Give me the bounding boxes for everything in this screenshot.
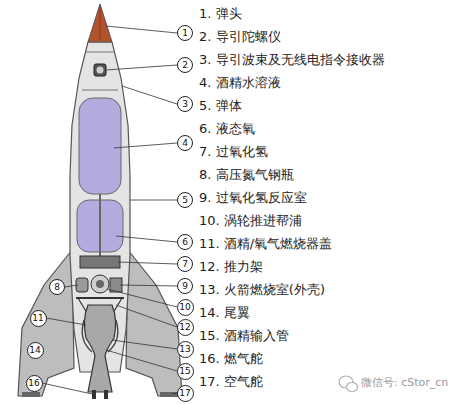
leader-line [106, 350, 177, 371]
callout-number: 1 [177, 25, 193, 41]
part-name: 2. 导引陀螺仪 [199, 29, 281, 45]
callout-number: 5 [177, 192, 193, 208]
callout-number: 16 [26, 375, 43, 392]
part-name: 6. 液态氧 [199, 121, 255, 137]
wechat-icon [339, 376, 358, 392]
callout-number: 9 [177, 278, 193, 294]
callout-number-text: 14 [29, 346, 40, 355]
watermark: 微信号: cStor_cn [361, 376, 448, 389]
leader-line [116, 305, 177, 327]
part-name: 1. 弹头 [199, 6, 242, 22]
part-name: 16. 燃气舵 [199, 351, 263, 367]
leader-line [42, 383, 92, 394]
callout-number: 10 [177, 299, 194, 316]
callout-number: 7 [177, 256, 193, 272]
part-name: 13. 火箭燃烧室(外壳) [199, 282, 325, 298]
callout-number-text: 15 [179, 367, 190, 376]
warhead-seam [100, 6, 101, 40]
leader-line [122, 86, 177, 104]
callout-number-text: 9 [182, 282, 188, 291]
part-name: 7. 过氧化氢 [199, 144, 268, 160]
callout-number-text: 10 [179, 303, 190, 312]
part-name: 14. 尾翼 [199, 305, 250, 321]
leader-line [116, 236, 177, 242]
part-name: 12. 推力架 [199, 259, 263, 275]
callout-number: 6 [177, 234, 193, 250]
alcohol-tank [79, 98, 121, 194]
part-name: 17. 空气舵 [199, 374, 263, 390]
callout-number-text: 2 [182, 61, 188, 70]
callout-number-text: 4 [182, 139, 188, 148]
leader-line [130, 200, 177, 201]
callout-number: 4 [177, 135, 193, 151]
section-line [86, 52, 114, 53]
leader-line [106, 26, 177, 33]
section-line [82, 90, 118, 91]
callout-number: 17 [177, 385, 194, 402]
leader-line [112, 340, 177, 349]
leader-line [114, 143, 177, 148]
callout-number: 15 [177, 363, 194, 380]
leader-line [118, 262, 177, 264]
callout-number-text: 17 [179, 389, 190, 398]
callout-number: 8 [49, 279, 65, 295]
callout-number: 2 [177, 57, 193, 73]
callout-number-text: 7 [182, 260, 188, 269]
part-name: 5. 弹体 [199, 98, 242, 114]
part-name: 10. 涡轮推进帮浦 [199, 213, 302, 229]
callout-number-text: 16 [28, 379, 39, 388]
leader-line [120, 285, 177, 286]
callout-number-text: 5 [182, 196, 188, 205]
turbopump-hub [96, 280, 104, 288]
part-name: 15. 酒精输入管 [199, 328, 289, 344]
part-name: 9. 过氧化氢反应室 [199, 190, 307, 206]
part-name: 8. 高压氮气钢瓶 [199, 167, 294, 183]
callout-number-text: 1 [182, 29, 188, 38]
part-name: 3. 导引波束及无线电指令接收器 [199, 52, 385, 68]
part-name: 4. 酒精水溶液 [199, 75, 281, 91]
callout-number-text: 11 [32, 314, 43, 323]
callout-number: 14 [27, 342, 44, 359]
warhead [88, 4, 112, 42]
callout-number: 12 [177, 319, 194, 336]
leader-lines [42, 26, 177, 394]
leader-line [107, 289, 177, 307]
hydrogen-peroxide-tank [80, 256, 120, 268]
jet-vane [104, 390, 108, 399]
callout-number-text: 3 [182, 100, 188, 109]
gyroscope-rotor [97, 67, 104, 74]
turbopump [91, 275, 109, 293]
callout-number: 11 [30, 310, 47, 327]
right-fin [126, 250, 182, 396]
alcohol-pipe [108, 320, 118, 352]
gyroscope [94, 64, 106, 76]
part-name: 11. 酒精/氧气燃烧器盖 [199, 236, 332, 252]
air-rudder [160, 392, 178, 397]
leader-line [65, 285, 78, 287]
callout-number-text: 6 [182, 238, 188, 247]
left-fin [18, 250, 74, 396]
air-rudder [22, 392, 40, 397]
callout-number-text: 13 [179, 345, 190, 354]
thrust-frame [76, 297, 124, 299]
feed-pipe [99, 194, 101, 258]
callout-number-text: 8 [54, 283, 60, 292]
jet-vane [92, 390, 96, 399]
leader-line [106, 65, 177, 70]
callout-number: 13 [177, 341, 194, 358]
leader-line [46, 318, 86, 325]
callout-number-text: 12 [179, 323, 190, 332]
callout-number: 3 [177, 96, 193, 112]
